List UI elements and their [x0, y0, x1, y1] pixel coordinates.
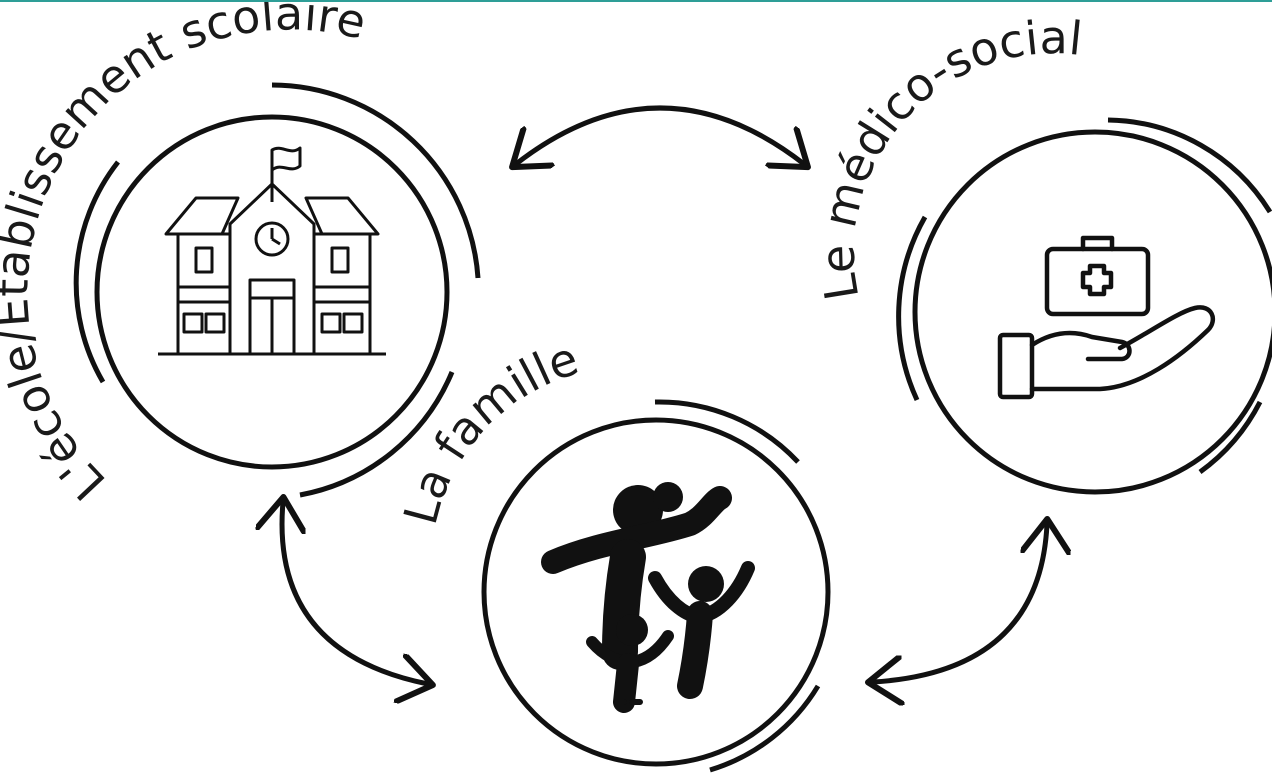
school-building-icon [158, 146, 386, 356]
school-outer-arc-left [73, 160, 120, 384]
medico-outer-arc-top [1107, 117, 1272, 214]
medico-outer-arc-left [896, 215, 928, 402]
medico-outer-arc-right [1198, 400, 1263, 475]
family-node: La famille [393, 331, 831, 773]
family-outer-arc-bottom [709, 684, 821, 773]
family-icon [541, 482, 755, 713]
school-circle [94, 114, 450, 470]
arrow-school-medico [516, 105, 804, 164]
family-outer-arc-top [654, 399, 800, 464]
arrow-family-medico [873, 524, 1047, 682]
school-node: L'école/Etablissement scolaire [0, 2, 481, 511]
school-outer-arc-bottom [299, 371, 455, 498]
school-outer-arc-top [271, 82, 481, 279]
medical-care-hand-icon [997, 235, 1216, 400]
medico-node: Le médico-social [811, 10, 1272, 495]
arrow-school-family [282, 502, 428, 684]
